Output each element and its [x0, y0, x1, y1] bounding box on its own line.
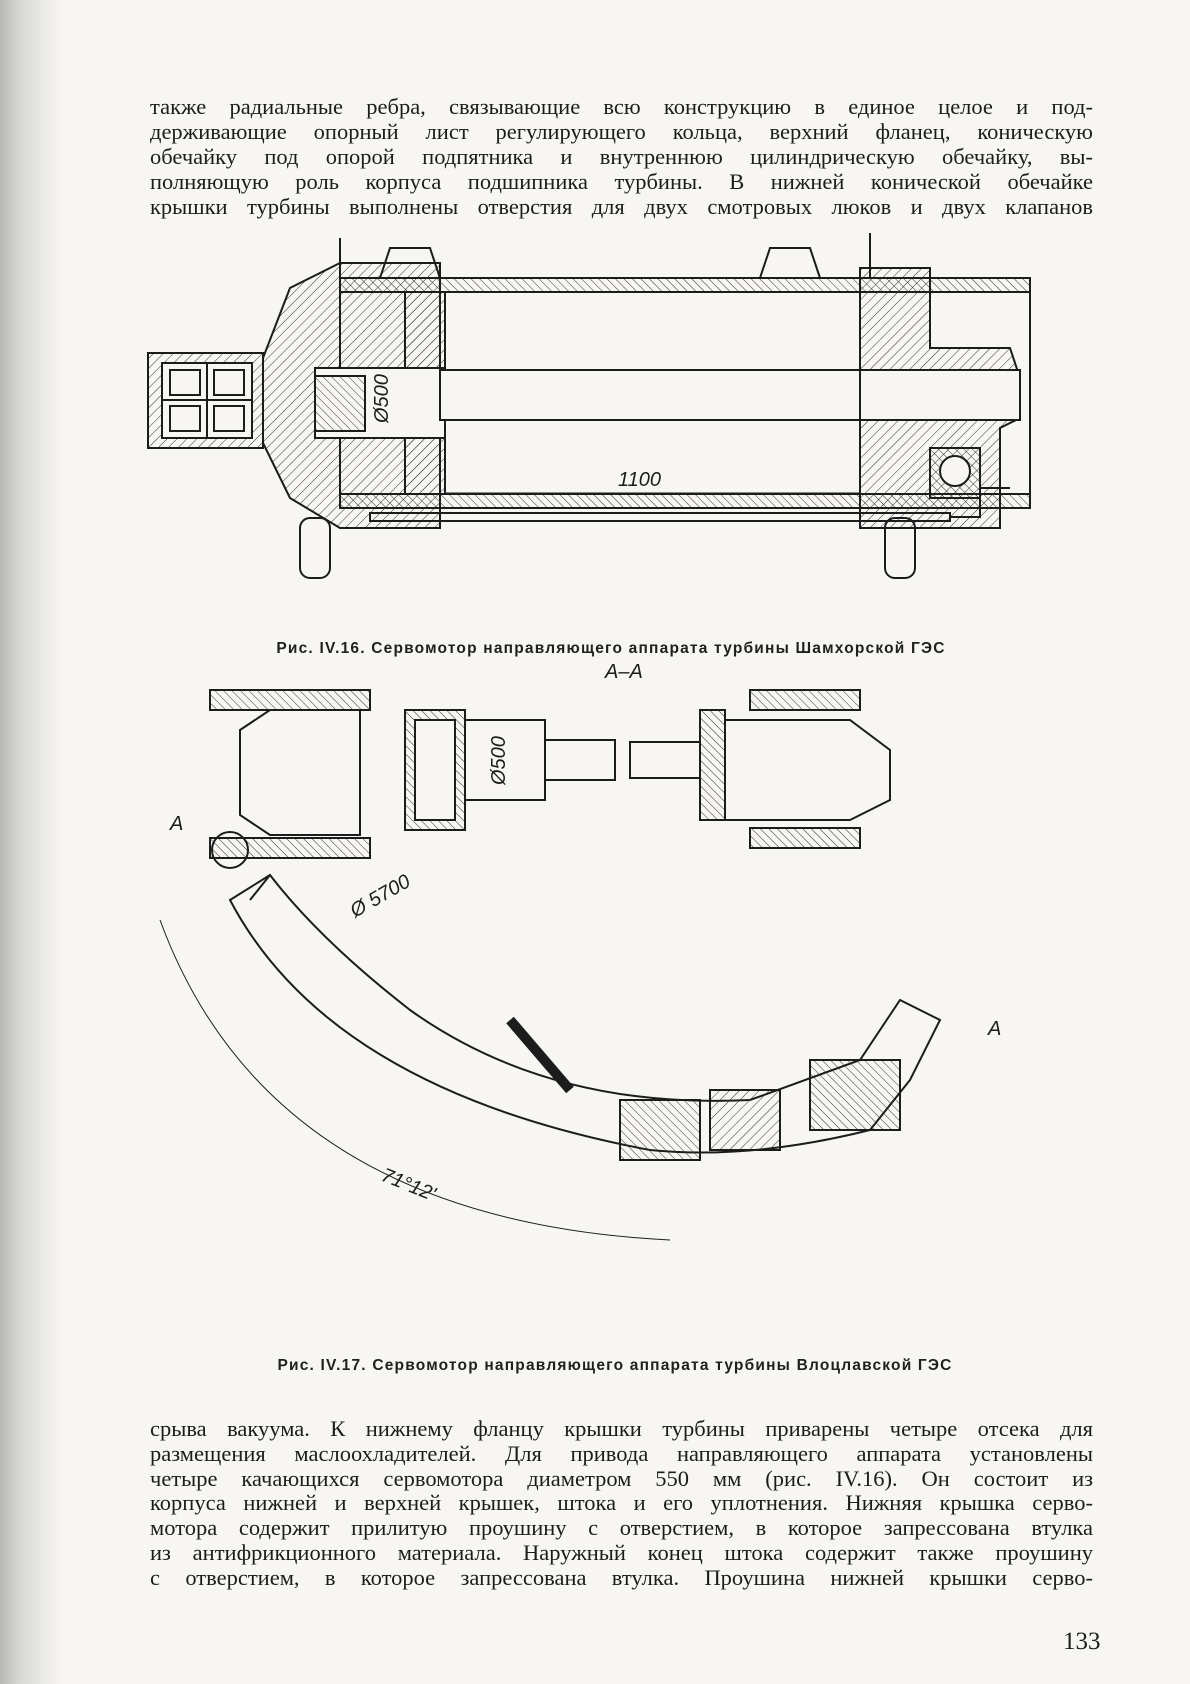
text-line: из антифрикционного материала. Наружный …: [150, 1539, 1093, 1565]
paragraph-top: также радиальные ребра, связывающие всю …: [150, 94, 1093, 219]
text-line: крышки турбины выполнены отверстия для д…: [150, 194, 1093, 219]
section-marker-left: А: [169, 813, 183, 835]
text-line: полняющую роль корпуса подшипника турбин…: [150, 169, 1093, 194]
figure-caption: Рис. IV.16. Сервомотор направляющего апп…: [276, 640, 946, 657]
dimension-angle: 71°12': [378, 1164, 440, 1206]
figure-servomotor-wloclawek: А–А А А Ø500 Ø 5700 71°12': [159, 661, 1001, 1241]
dimension-radius: Ø 5700: [346, 870, 415, 922]
text-line: срыва вакуума. К нижнему фланцу крышки т…: [150, 1416, 1093, 1441]
figure-caption: Рис. IV.17. Сервомотор направляющего апп…: [277, 1357, 953, 1374]
text-line: держивающие опорный лист регулирующего к…: [150, 119, 1093, 144]
dimension-length: 1100: [618, 469, 661, 491]
scan-edge-shadow: [0, 0, 62, 1684]
text-line: четыре качающихся сервомотора диаметром …: [150, 1465, 1093, 1491]
text-line: с отверстием, в которое запрессована вту…: [150, 1564, 1093, 1590]
figure-servomotor-shamkhor: Ø500 1100: [147, 233, 1031, 579]
dimension-diameter: Ø500: [371, 374, 393, 424]
dimension-diameter: Ø500: [488, 736, 510, 786]
text-line: обечайку под опорой подпятника и внутрен…: [150, 144, 1093, 169]
text-line: также радиальные ребра, связывающие всю …: [150, 94, 1093, 119]
text-line: мотора содержит прилитую проушину с отве…: [150, 1515, 1093, 1541]
section-label: А–А: [604, 661, 643, 683]
text-line: размещения маслоохладителей. Для привода…: [150, 1440, 1093, 1466]
page-number: 133: [1063, 1628, 1101, 1655]
section-marker-right: А: [987, 1018, 1001, 1040]
text-line: корпуса нижней и верхней крышек, штока и…: [150, 1490, 1093, 1516]
paragraph-bottom: срыва вакуума. К нижнему фланцу крышки т…: [150, 1416, 1093, 1591]
